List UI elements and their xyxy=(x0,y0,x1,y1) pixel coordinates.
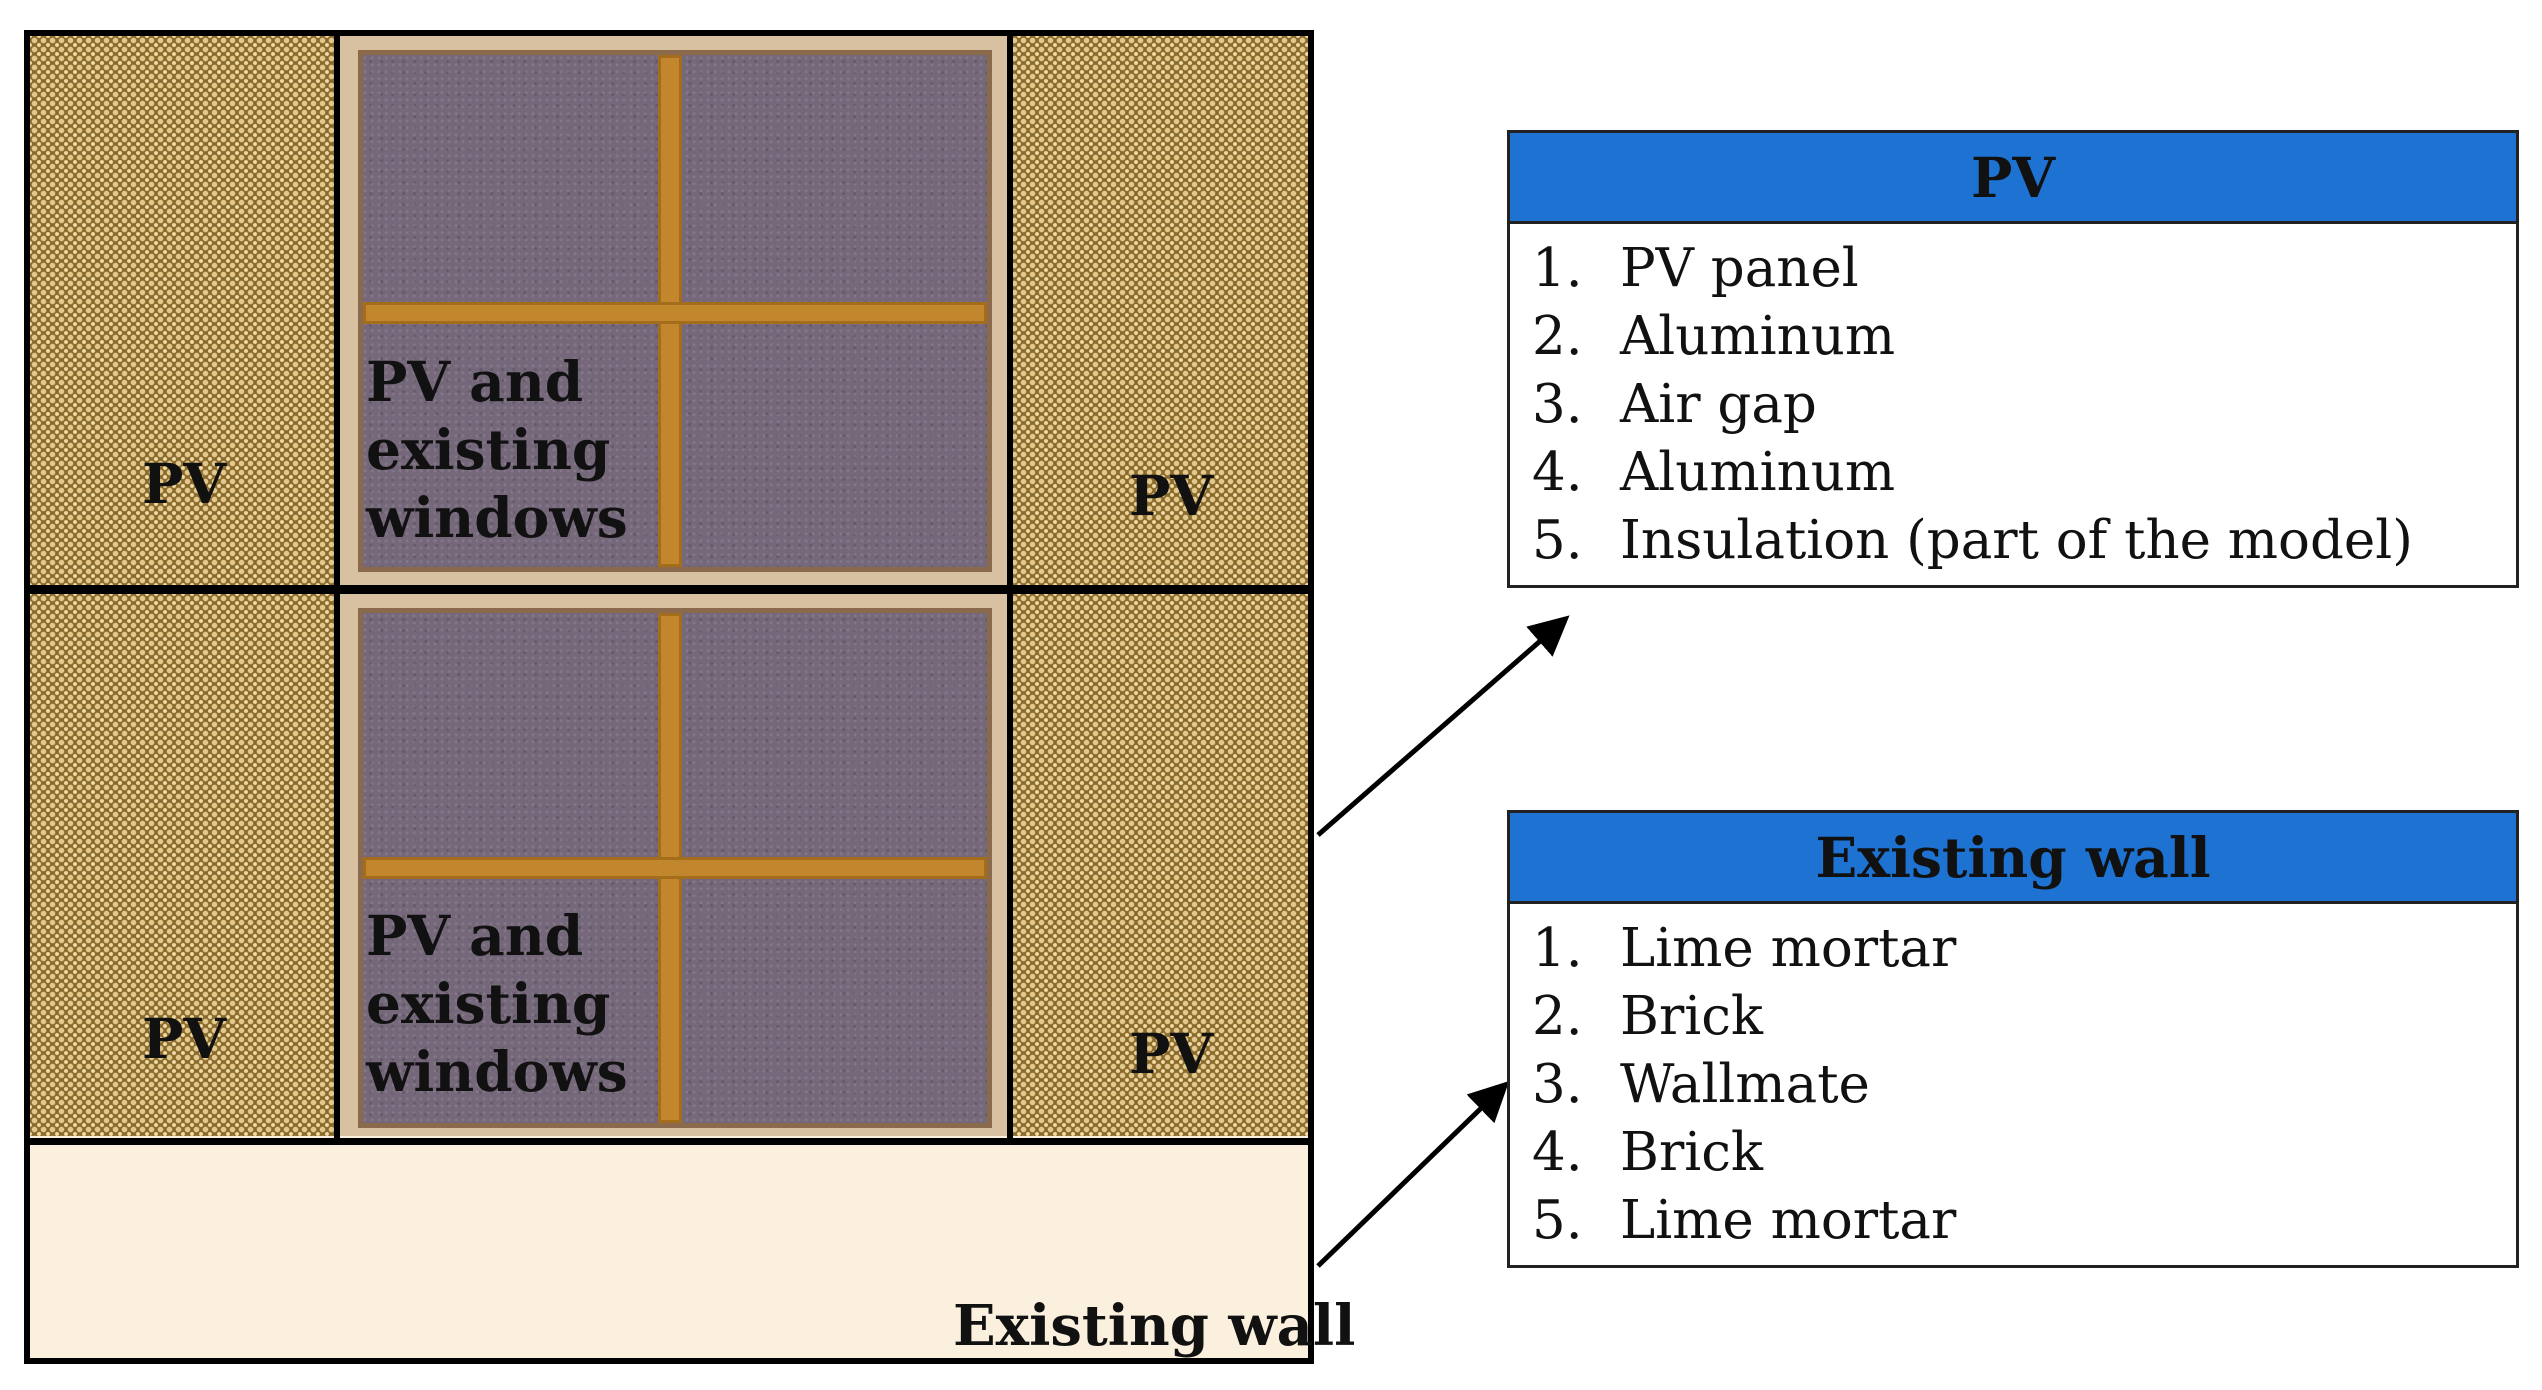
pv-label: PV xyxy=(142,1006,227,1071)
item-text: Aluminum xyxy=(1620,441,1896,503)
window-top xyxy=(340,36,1010,585)
legend-pv-list: 1. PV panel 2. Aluminum 3. Air gap 4. Alumin… xyxy=(1510,224,2516,574)
item-number: 4. xyxy=(1532,441,1583,503)
legend-wall-title: Existing wall xyxy=(1510,813,2516,904)
window-label: PV and existing windows xyxy=(366,903,628,1104)
grid-line-middle xyxy=(30,585,1308,594)
item-number: 3. xyxy=(1532,1053,1583,1115)
existing-wall-label: Existing wall xyxy=(953,1293,1356,1359)
item-text: Brick xyxy=(1620,1121,1764,1183)
list-item: 4. Brick xyxy=(1510,1118,2516,1186)
list-item: 2. Brick xyxy=(1510,982,2516,1050)
list-item: 4. Aluminum xyxy=(1510,438,2516,506)
window-mullion-horizontal xyxy=(363,857,987,879)
list-item: 5. Insulation (part of the model) xyxy=(1510,506,2516,574)
item-number: 5. xyxy=(1532,509,1583,571)
item-number: 5. xyxy=(1532,1189,1583,1251)
pv-label: PV xyxy=(1129,463,1214,528)
item-text: Aluminum xyxy=(1620,305,1896,367)
window-glass-bottom xyxy=(358,608,992,1128)
item-number: 3. xyxy=(1532,373,1583,435)
legend-existing-wall: Existing wall 1. Lime mortar 2. Brick 3. Wa… xyxy=(1507,810,2519,1268)
grid-line-left xyxy=(334,36,340,1142)
existing-wall-zone xyxy=(30,1136,1308,1358)
list-item: 2. Aluminum xyxy=(1510,302,2516,370)
pv-label: PV xyxy=(142,451,227,516)
window-glass-top xyxy=(358,50,992,572)
item-text: PV panel xyxy=(1620,237,1859,299)
list-item: 1. Lime mortar xyxy=(1510,914,2516,982)
pv-panel-top-right xyxy=(1010,36,1308,585)
item-number: 2. xyxy=(1532,985,1583,1047)
arrow-to-wall-legend xyxy=(1316,1081,1510,1268)
list-item: 3. Wallmate xyxy=(1510,1050,2516,1118)
list-item: 1. PV panel xyxy=(1510,234,2516,302)
item-number: 4. xyxy=(1532,1121,1583,1183)
item-text: Brick xyxy=(1620,985,1764,1047)
legend-wall-list: 1. Lime mortar 2. Brick 3. Wallmate 4. Brick… xyxy=(1510,904,2516,1254)
legend-pv-title: PV xyxy=(1510,133,2516,224)
pv-label: PV xyxy=(1129,1021,1214,1086)
item-text: Insulation (part of the model) xyxy=(1620,509,2413,571)
item-text: Air gap xyxy=(1620,373,1817,435)
window-label: PV and existing windows xyxy=(366,349,628,550)
grid-line-right xyxy=(1007,36,1013,1142)
pv-panel-bottom-left xyxy=(30,594,340,1142)
list-item: 5. Lime mortar xyxy=(1510,1186,2516,1254)
pv-panel-bottom-right xyxy=(1010,594,1308,1142)
item-number: 1. xyxy=(1532,237,1583,299)
list-item: 3. Air gap xyxy=(1510,370,2516,438)
item-text: Lime mortar xyxy=(1620,1189,1957,1251)
grid-line-lower xyxy=(30,1138,1308,1145)
item-text: Wallmate xyxy=(1620,1053,1870,1115)
item-number: 2. xyxy=(1532,305,1583,367)
item-number: 1. xyxy=(1532,917,1583,979)
window-mullion-horizontal xyxy=(363,302,987,324)
window-bottom xyxy=(340,594,1010,1142)
pv-panel-top-left xyxy=(30,36,340,585)
building-facade: PV PV PV PV PV and existing windows PV a… xyxy=(24,30,1355,1364)
legend-pv: PV 1. PV panel 2. Aluminum 3. Air gap 4. Alu… xyxy=(1507,130,2519,588)
arrow-to-pv-legend xyxy=(1316,615,1570,837)
item-text: Lime mortar xyxy=(1620,917,1957,979)
